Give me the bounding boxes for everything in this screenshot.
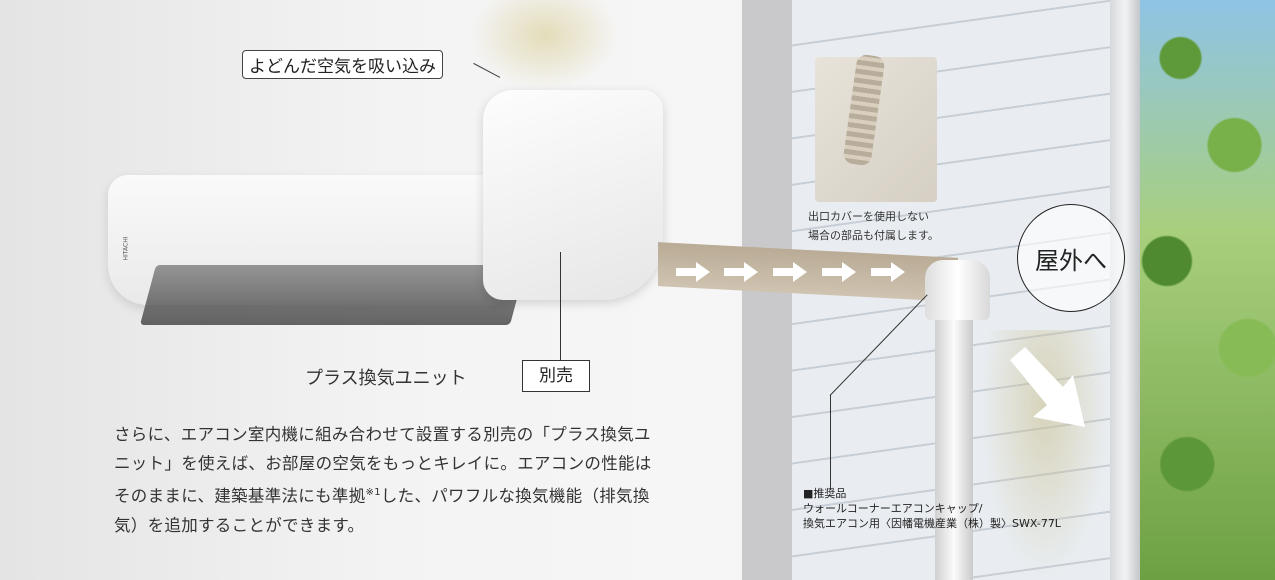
plus-ventilation-unit xyxy=(483,90,663,300)
recommended-line: 換気エアコン用〈因幡電機産業（株）製〉SWX-77L xyxy=(803,517,1061,530)
inset-note: 出口カバーを使用しない 場合の部品も付属します。 xyxy=(808,207,939,245)
inset-note-line: 場合の部品も付属します。 xyxy=(808,229,939,242)
sold-separately-badge: 別売 xyxy=(522,360,590,392)
description-text: さらに、エアコン室内機に組み合わせて設置する別売の「プラス換気ユニット」を使えば… xyxy=(114,420,654,540)
footnote-marker: ※1 xyxy=(365,487,381,498)
leader-line xyxy=(560,252,561,360)
exhaust-arrow-icon xyxy=(1010,347,1085,427)
foliage-background xyxy=(1140,0,1275,580)
wall-post xyxy=(1110,0,1140,580)
leader-line xyxy=(830,395,831,490)
wall-cap xyxy=(925,260,990,320)
description-part1: さらに、エアコン室内機に組み合わせて設置する別売の「プラス換気ユニット」を使えば… xyxy=(114,425,652,506)
description-part2: した、パワフルな換気機能（排気換気）を追加することができます。 xyxy=(114,486,650,535)
recommended-line: ウォールコーナーエアコンキャップ/ xyxy=(803,502,983,515)
recommended-heading: ■推奨品 xyxy=(803,487,847,500)
inset-note-line: 出口カバーを使用しない xyxy=(808,210,929,223)
outdoor-label: 屋外へ xyxy=(1017,204,1125,312)
drain-pipe xyxy=(935,310,973,580)
unit-name: プラス換気ユニット xyxy=(305,368,467,389)
brand-logo: HITACHI xyxy=(122,236,130,261)
intake-callout: よどんだ空気を吸い込み xyxy=(242,50,443,79)
intake-air-glow xyxy=(470,0,620,90)
ac-louver xyxy=(139,265,527,325)
air-conditioner-unit: HITACHI xyxy=(108,80,663,325)
recommended-product: ■推奨品 ウォールコーナーエアコンキャップ/ 換気エアコン用〈因幡電機産業（株）… xyxy=(803,486,1061,531)
